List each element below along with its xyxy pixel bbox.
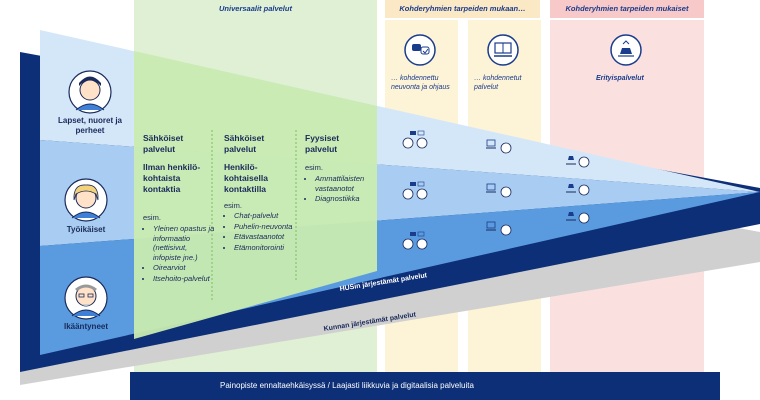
services-icon — [487, 34, 519, 66]
services-label: … kohdennetut palvelut — [474, 75, 522, 91]
example-item: Oirearviot — [153, 263, 217, 273]
working-services-person-icons — [486, 183, 512, 198]
example-item: Yleinen opastus ja informaatio (nettisiv… — [153, 224, 217, 262]
digital-subtitle: Ilman henkilö-kohtaista kontaktia — [143, 162, 201, 194]
digital-personal-esim: esim. — [224, 201, 242, 210]
universal-overlay — [134, 51, 377, 339]
elderly-services-person-icons — [486, 221, 512, 236]
elderly-avatar — [64, 276, 108, 320]
digital-examples: Yleinen opastus ja informaatio (nettisiv… — [143, 224, 217, 284]
example-item: Ammattilaisten vastaanotot — [315, 174, 385, 193]
example-item: Etämonitorointi — [234, 243, 302, 253]
elderly-special-person-icons — [566, 212, 590, 224]
working-special-person-icons — [566, 184, 590, 196]
example-item: Chat-palvelut — [234, 211, 302, 221]
header-chip-target-needs — [385, 0, 540, 18]
guidance-icon — [404, 34, 436, 66]
youth-special-person-icons — [566, 156, 590, 168]
digital-personal-subtitle: Henkilö-kohtaisella kontaktilla — [224, 162, 268, 194]
header-universal: Universaalit palvelut — [219, 4, 292, 13]
physical-examples: Ammattilaisten vastaanotot Diagnostiikka — [305, 174, 385, 205]
bottom-banner-text: Painopiste ennaltaehkäisyssä / Laajasti … — [220, 381, 474, 390]
physical-title: Fyysiset palvelut — [305, 133, 340, 154]
example-item: Diagnostiikka — [315, 194, 385, 204]
special-services-label: Erityispalvelut — [596, 75, 644, 82]
example-item: Etävastaanotot — [234, 232, 302, 242]
youth-services-person-icons — [486, 139, 512, 154]
group-label-elderly: Ikääntyneet — [63, 322, 109, 331]
special-services-icon — [610, 34, 642, 66]
elderly-guidance-person-icons — [402, 231, 428, 250]
header-chip-target-groups — [550, 0, 704, 18]
physical-esim: esim. — [305, 163, 323, 172]
digital-personal-title: Sähköiset palvelut — [224, 133, 265, 154]
digital-personal-examples: Chat-palvelut Puhelin-neuvonta Etävastaa… — [224, 211, 302, 253]
youth-guidance-person-icons — [402, 130, 428, 149]
example-item: Itsehoito-palvelut — [153, 274, 217, 284]
bottom-banner — [130, 372, 720, 400]
working-guidance-person-icons — [402, 181, 428, 200]
digital-esim: esim. — [143, 213, 161, 222]
example-item: Puhelin-neuvonta — [234, 222, 302, 232]
header-target-needs: Kohderyhmien tarpeiden mukaan… — [399, 4, 526, 13]
group-label-working-age: Työikäiset — [66, 225, 106, 234]
header-chip-universal — [134, 0, 377, 18]
group-label-youth: Lapset, nuoret ja perheet — [57, 116, 122, 135]
working-age-avatar — [64, 178, 108, 222]
guidance-label: … kohdennettu neuvonta ja ohjaus — [391, 75, 450, 91]
digital-title: Sähköiset palvelut — [143, 133, 184, 154]
youth-avatar — [68, 70, 112, 114]
header-target-groups: Kohderyhmien tarpeiden mukaiset — [565, 4, 689, 13]
